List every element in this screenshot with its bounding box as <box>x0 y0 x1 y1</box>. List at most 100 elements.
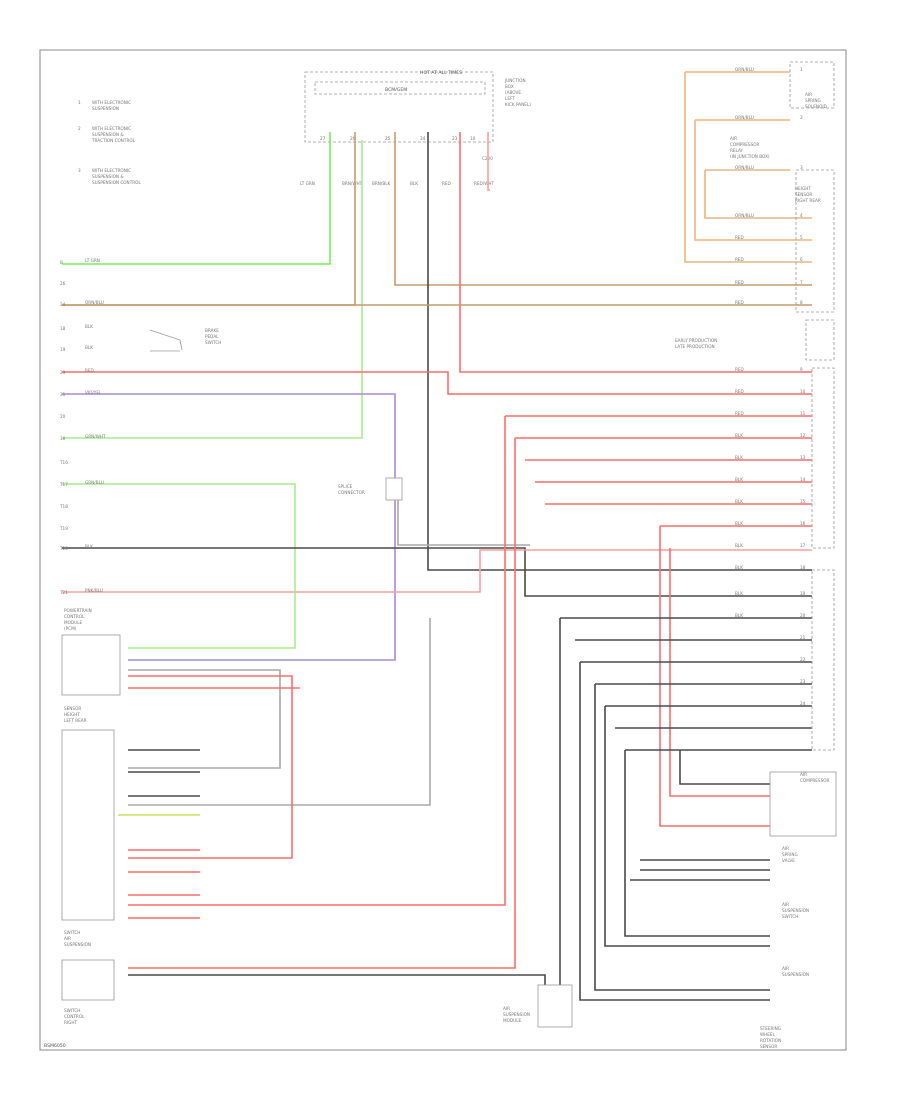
w-blk-r9 <box>604 706 770 947</box>
right-pin-20: 20 <box>800 613 806 618</box>
diagram-frame <box>39 49 847 1051</box>
right-block-label-2: SENSOR <box>795 192 812 197</box>
right-wire-label-9: RED <box>735 367 744 372</box>
note-2-line-2: SUSPENSION & <box>92 132 124 137</box>
right-pin-10: 10 <box>800 389 806 394</box>
top-side-note-2: BOX <box>505 84 514 89</box>
right-wire-label-6: RED <box>735 257 744 262</box>
note-1-line-1: WITH ELECTRONIC <box>92 100 131 105</box>
top-side-note-4: LEFT <box>505 96 515 101</box>
left-row-1: B <box>60 260 63 265</box>
w-blk-main <box>427 132 812 571</box>
right-top-box <box>789 61 835 109</box>
left-row-8: 20 <box>60 414 66 419</box>
right-wire-label-4: ORN/BLU <box>735 213 754 218</box>
sensor-2-label-1: SWITCH <box>64 930 80 935</box>
right-pin-1: 1 <box>800 67 803 72</box>
left-row-10: T16 <box>59 460 68 465</box>
top-wire-label-5: RED <box>442 181 451 186</box>
left-wire-labels: LT GRN ORN/BLU BLK BLK RED VIO/YEL GRN/W… <box>85 258 106 593</box>
top-wire-label-2: BRN/WHT <box>342 181 363 186</box>
top-connector-title: HOT AT ALL TIMES <box>420 70 462 76</box>
right-pin-5: 5 <box>800 235 803 240</box>
note-3-line-1: WITH ELECTRONIC <box>92 168 131 173</box>
right-mid-label-3: RELAY <box>730 148 744 153</box>
right-lower-box-1 <box>769 771 837 837</box>
mid-right-label-1: EARLY PRODUCTION <box>675 338 717 343</box>
right-lower-2-label-3: VALVE <box>782 858 795 863</box>
center-module-label-1: AIR <box>503 1006 510 1011</box>
note-3-marker: 3 <box>78 168 81 173</box>
left-wire-label-3: BLK <box>85 324 93 329</box>
right-mid-label-2: COMPRESSOR <box>730 142 760 147</box>
left-wire-label-4: BLK <box>85 345 93 350</box>
right-connector-b <box>805 319 835 361</box>
right-lower-2-label-1: AIR <box>782 846 789 851</box>
right-wire-label-20: BLK <box>735 613 743 618</box>
right-wire-label-15: BLK <box>735 499 743 504</box>
right-wire-label-12: BLK <box>735 433 743 438</box>
w-blk-left <box>62 547 812 597</box>
top-connector-outline <box>304 71 494 143</box>
right-top-label-2: SPRING <box>805 98 821 103</box>
left-row-13: T19 <box>59 526 68 531</box>
right-pin-3: 3 <box>800 165 803 170</box>
sensor-1-label-1: SENSOR <box>64 706 81 711</box>
left-sensors: SENSOR HEIGHT LEFT REAR SWITCH AIR SUSPE… <box>61 706 115 1025</box>
center-module-label-3: MODULE <box>503 1018 522 1023</box>
left-wire-label-5: RED <box>85 368 94 373</box>
top-pin-3: 25 <box>385 136 391 141</box>
right-pin-9: 9 <box>800 367 803 372</box>
sensor-1-label-3: LEFT REAR <box>64 718 87 723</box>
right-block-label-1: HEIGHT <box>795 186 811 191</box>
right-pin-21: 21 <box>800 635 806 640</box>
right-wire-label-19: BLK <box>735 591 743 596</box>
brake-switch-label-3: SWITCH <box>205 340 221 345</box>
sensor-1-label-2: HEIGHT <box>64 712 80 717</box>
w-gray-1 <box>397 500 530 546</box>
center-module-label-2: SUSPENSION <box>503 1012 530 1017</box>
top-wire-label-4: BLK <box>410 181 418 186</box>
top-side-note-5: KICK PANEL) <box>505 102 531 107</box>
w-grn-drop <box>62 140 363 439</box>
splice-label-2: CONNECTOR <box>338 490 365 495</box>
right-pin-11: 11 <box>800 411 806 416</box>
w-blk-r5 <box>579 662 770 1001</box>
top-connector-module <box>314 81 486 95</box>
right-pin-14: 14 <box>800 477 806 482</box>
w-brn-wht <box>62 132 356 306</box>
w-red-b4 <box>128 438 516 969</box>
left-wire-label-10: PNK/BLU <box>85 588 103 593</box>
sensor-3-label-1: SWITCH <box>64 1008 80 1013</box>
right-pin-15: 15 <box>800 499 806 504</box>
pcm-label-1: POWERTRAIN <box>64 608 92 613</box>
note-2-line-3: TRACTION CONTROL <box>91 138 136 143</box>
right-wire-label-13: BLK <box>735 455 743 460</box>
w-red-b9 <box>659 526 770 827</box>
right-side-blocks: AIR SPRING SOLENOID AIR COMPRESSOR RELAY… <box>675 61 837 1049</box>
right-bottom-label-4: SENSOR <box>760 1044 777 1049</box>
right-pin-6: 6 <box>800 257 803 262</box>
left-wire-label-7: GRN/WHT <box>85 434 106 439</box>
note-2-line-1: WITH ELECTRONIC <box>92 126 131 131</box>
sensor-3-label-2: CONTROL <box>64 1014 85 1019</box>
top-pin-6: 10 <box>470 136 476 141</box>
right-pin-4: 4 <box>800 213 803 218</box>
sensor-2-label-3: SUSPENSION <box>64 942 91 947</box>
right-pin-12: 12 <box>800 433 806 438</box>
right-pin-24: 24 <box>800 701 806 706</box>
right-lower-3-label-3: SWITCH <box>782 914 798 919</box>
right-wire-label-8: RED <box>735 300 744 305</box>
brake-pedal-switch: BRAKE PEDAL SWITCH <box>149 328 221 352</box>
right-wire-label-14: BLK <box>735 477 743 482</box>
top-connector-module-label: BCM/GEM <box>385 87 407 93</box>
right-pin-8: 8 <box>800 300 803 305</box>
w-red-b10 <box>669 548 770 797</box>
w-gray-2 <box>128 618 431 806</box>
left-row-labels: B 26 24 18 19 29 31 20 10 T16 T17 T18 T1… <box>59 260 68 595</box>
right-top-label-3: SOLENOID <box>805 104 827 109</box>
brake-switch-label-1: BRAKE <box>205 328 219 333</box>
w-blk-low <box>128 974 546 990</box>
